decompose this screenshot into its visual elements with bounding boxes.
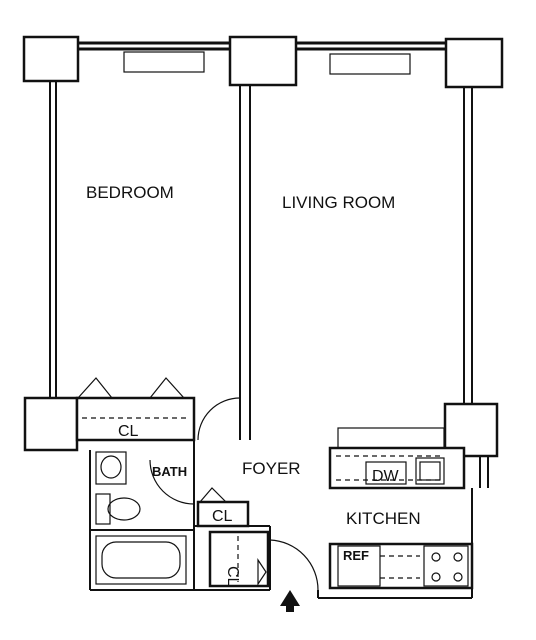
toilet-tank [95, 493, 111, 525]
column-top-right [444, 37, 504, 89]
refrigerator-label: REF [343, 548, 369, 563]
closet-door-left [76, 377, 114, 399]
entry-arrow-icon [280, 590, 300, 612]
top-windows [78, 41, 446, 51]
closet-bedroom-label: CL [118, 423, 139, 440]
living-window-sill [329, 53, 411, 75]
closet-foyer [196, 500, 250, 528]
kitchen-lower-counter [328, 542, 474, 590]
toilet-bowl [107, 497, 141, 521]
dishwasher-label: DW [372, 468, 400, 485]
bath-sink [95, 451, 127, 485]
closet-foyer-label: CL [212, 508, 233, 525]
closet-door-right [148, 377, 186, 399]
foyer-label: FOYER [242, 459, 301, 478]
column-mid-left [23, 396, 79, 452]
kitchen-sink [415, 457, 445, 485]
bedroom-window-sill [123, 51, 205, 73]
closet-vertical-label: CL [224, 566, 241, 587]
refrigerator [337, 545, 381, 587]
bedroom-door-swing [197, 397, 241, 441]
stove [423, 545, 469, 587]
column-top-left [22, 35, 80, 83]
living-room-label: LIVING ROOM [282, 193, 395, 212]
dishwasher [365, 461, 407, 485]
bathtub [95, 535, 187, 585]
walls [49, 81, 489, 599]
column-top-middle [228, 35, 298, 87]
closet-bedroom [75, 396, 196, 442]
bedroom-label: BEDROOM [86, 183, 174, 202]
bath-label: BATH [152, 464, 187, 479]
kitchen-label: KITCHEN [346, 509, 421, 528]
entry-door-swing [269, 539, 319, 591]
kitchen-upper-counter [328, 446, 466, 490]
bath-door-swing [149, 459, 195, 505]
